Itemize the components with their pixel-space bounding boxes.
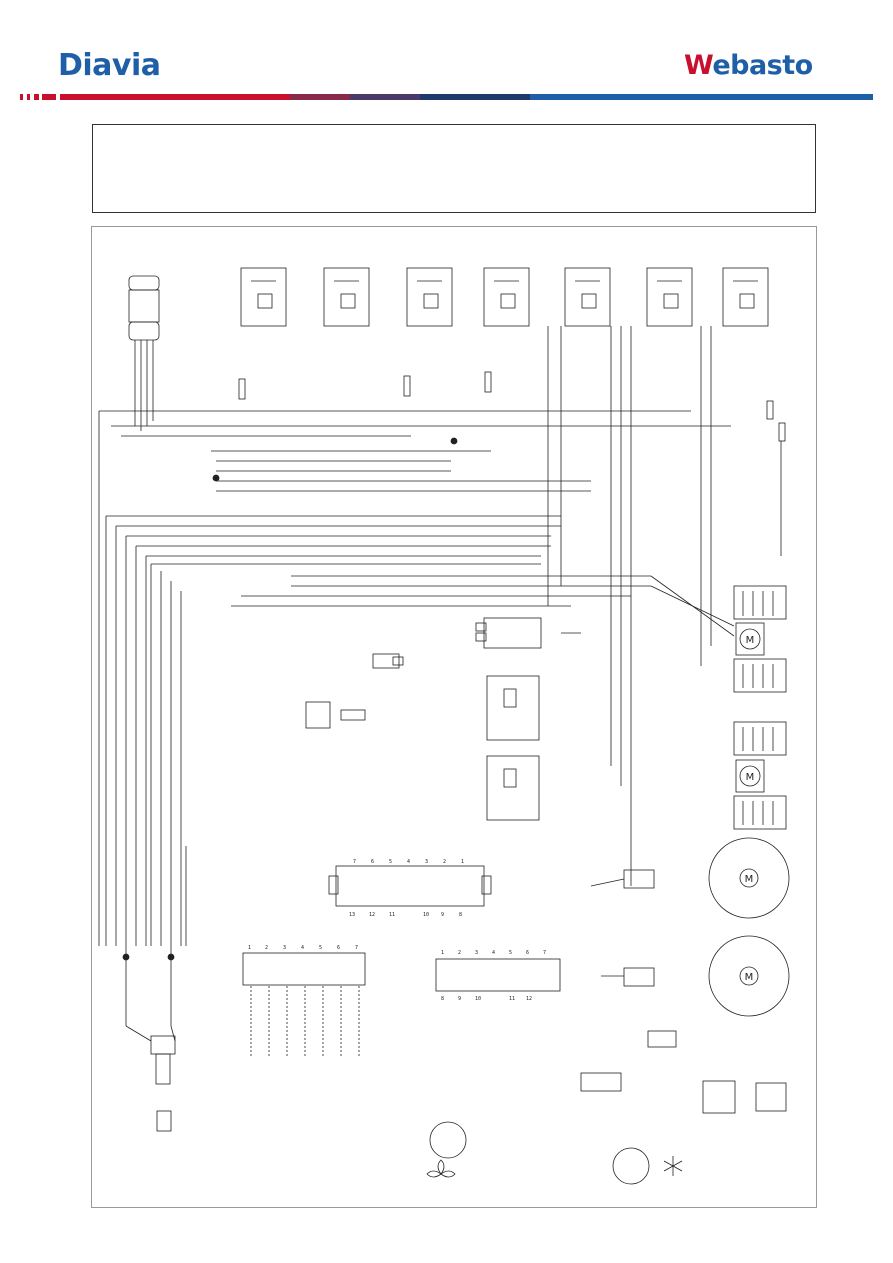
fuse (238, 378, 246, 400)
pressure-switch (702, 1080, 736, 1114)
pin-label: 11 (509, 996, 515, 1002)
relay-box-2 (323, 267, 370, 327)
relay-module-1 (486, 675, 540, 741)
motor-icon: M (739, 868, 759, 888)
wiring-diagram: M M M M 7 6 5 4 3 2 1 13 12 11 10 9 8 1 … (98, 267, 790, 1185)
pin-label: 6 (371, 859, 374, 865)
main-connector-pins-top: 7 6 5 4 3 2 1 (353, 859, 464, 865)
plug-a (242, 952, 366, 986)
fan-switch (429, 1121, 467, 1159)
svg-text:M: M (745, 874, 754, 885)
plug-a-pins: 1 2 3 4 5 6 7 (248, 945, 358, 951)
compressor-switch (755, 1082, 787, 1112)
pin-label: 12 (369, 912, 375, 918)
relay-box-1 (240, 267, 287, 327)
note-box (92, 124, 816, 213)
pin-label: 1 (248, 945, 251, 951)
pin-label: 8 (459, 912, 462, 918)
svg-text:M: M (746, 772, 755, 783)
pin-label: 3 (425, 859, 428, 865)
left-sensor (125, 1025, 176, 1132)
right-runs (547, 326, 782, 977)
pressure-switch-connector (580, 1072, 622, 1092)
pin-label: 2 (458, 950, 461, 956)
left-trunk-wires (98, 411, 187, 1026)
condenser-fan-1 (623, 837, 790, 919)
pin-label: 10 (475, 996, 481, 1002)
thermostat-sensor (305, 701, 366, 729)
relay-box-6 (646, 267, 693, 327)
pin-label: 4 (301, 945, 304, 951)
diavia-logo: Diavia (58, 48, 161, 83)
fuse (484, 371, 492, 393)
compressor-clutch (475, 617, 581, 649)
pin-label: 3 (475, 950, 478, 956)
fuse (778, 422, 786, 442)
webasto-logo-w: W (684, 50, 713, 81)
fuse (766, 400, 774, 420)
pin-label: 3 (283, 945, 286, 951)
pin-label: 6 (337, 945, 340, 951)
relay-box-3 (406, 267, 453, 327)
ac-switch (612, 1147, 650, 1185)
pin-label: 2 (265, 945, 268, 951)
webasto-logo-rest: ebasto (712, 50, 813, 81)
pin-label: 13 (349, 912, 355, 918)
main-connector-pins-bottom: 13 12 11 10 9 8 (349, 912, 462, 918)
pin-label: 5 (389, 859, 392, 865)
pin-label: 4 (407, 859, 410, 865)
bus-lines (99, 410, 731, 607)
pin-label: 2 (443, 859, 446, 865)
junction-dot (212, 474, 220, 482)
pin-label: 7 (353, 859, 356, 865)
ac-connector (647, 1030, 677, 1048)
pin-label: 9 (458, 996, 461, 1002)
pin-label: 7 (543, 950, 546, 956)
inline-connector (372, 653, 404, 669)
harness-connector (128, 275, 160, 431)
pin-label: 8 (441, 996, 444, 1002)
pin-label: 5 (509, 950, 512, 956)
plug-b-pins-low: 8 9 10 11 12 (441, 996, 532, 1002)
pin-label: 1 (441, 950, 444, 956)
relay-box-4 (483, 267, 530, 327)
motor-icon: M (739, 628, 761, 650)
pin-label: 6 (526, 950, 529, 956)
motor-icon: M (739, 966, 759, 986)
blower-motor-1 (733, 585, 787, 693)
junction-dot (450, 437, 458, 445)
pin-label: 9 (441, 912, 444, 918)
motor-icon: M (739, 765, 761, 787)
plug-b (435, 958, 561, 992)
fuse (403, 375, 411, 397)
snowflake-icon (663, 1156, 683, 1176)
pin-label: 4 (492, 950, 495, 956)
plug-a-tails (250, 986, 360, 1056)
relay-box-7 (722, 267, 769, 327)
pin-label: 10 (423, 912, 429, 918)
relay-box-5 (564, 267, 611, 327)
plug-b-pins: 1 2 3 4 5 6 7 (441, 950, 546, 956)
pin-label: 5 (319, 945, 322, 951)
webasto-logo: Webasto (684, 50, 813, 81)
wiring-diagram-frame (91, 226, 817, 1208)
svg-text:M: M (746, 635, 755, 646)
pin-label: 7 (355, 945, 358, 951)
junction-dot (167, 953, 175, 961)
pin-label: 12 (526, 996, 532, 1002)
pin-label: 11 (389, 912, 395, 918)
junction-dot (122, 953, 130, 961)
relay-module-2 (486, 755, 540, 821)
blower-motor-2 (733, 721, 787, 830)
main-connector (328, 865, 492, 907)
pin-label: 1 (461, 859, 464, 865)
fan-icon (426, 1159, 456, 1178)
condenser-fan-2 (623, 935, 790, 1017)
svg-text:M: M (745, 972, 754, 983)
